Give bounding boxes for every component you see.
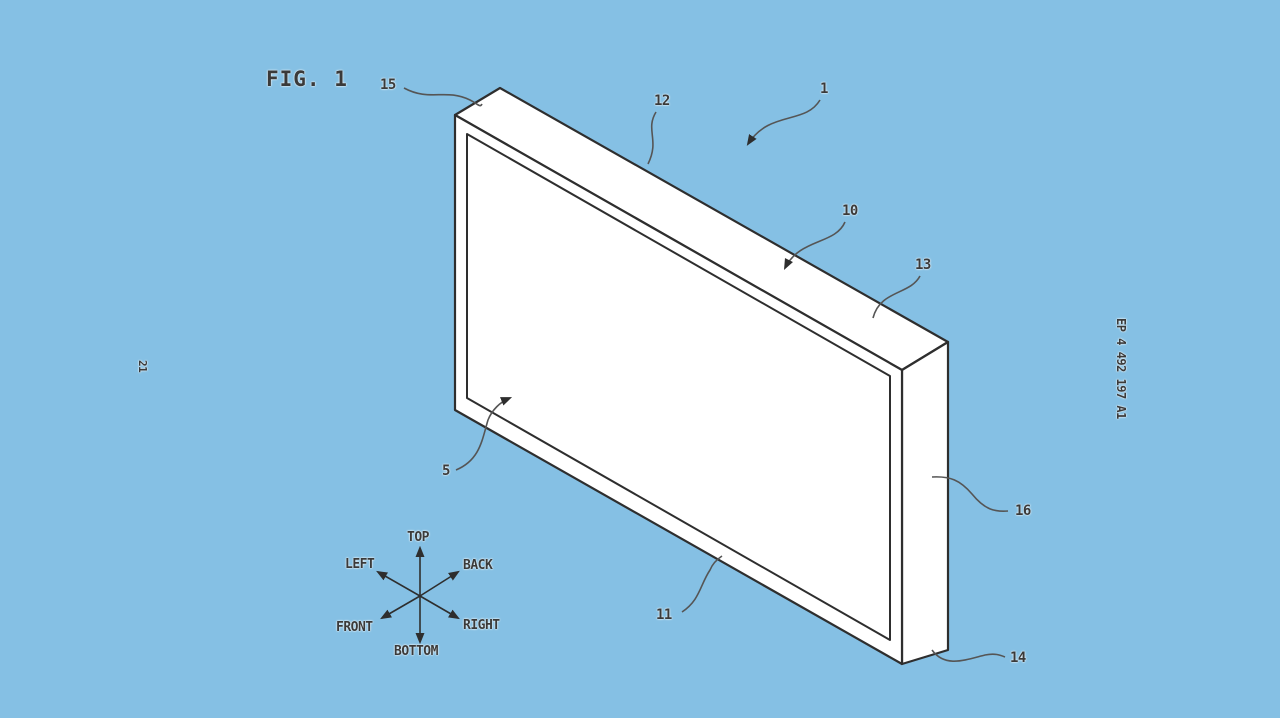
ref-label-16: 16 bbox=[1015, 503, 1031, 519]
ref-label-11: 11 bbox=[656, 607, 672, 623]
leader-12 bbox=[647, 111, 657, 165]
leader-11 bbox=[681, 555, 723, 613]
leader-10 bbox=[783, 221, 846, 271]
direction-label-bottom: BOTTOM bbox=[394, 644, 438, 659]
ref-label-14: 14 bbox=[1010, 650, 1026, 666]
direction-label-back: BACK bbox=[463, 558, 493, 573]
leader-1 bbox=[746, 99, 821, 146]
leader-5 bbox=[455, 397, 513, 471]
ref-label-12: 12 bbox=[654, 93, 670, 109]
ref-label-10: 10 bbox=[842, 203, 858, 219]
leader-14 bbox=[931, 649, 1006, 662]
arrow-right bbox=[419, 595, 460, 620]
direction-indicator bbox=[376, 545, 460, 645]
direction-label-front: FRONT bbox=[336, 620, 373, 635]
direction-label-top: TOP bbox=[407, 530, 429, 545]
arrow-front bbox=[380, 595, 421, 620]
publication-number: EP 4 492 197 A1 bbox=[1114, 318, 1128, 419]
ref-label-13: 13 bbox=[915, 257, 931, 273]
figure-title: FIG. 1 bbox=[266, 67, 348, 91]
direction-label-right: RIGHT bbox=[463, 618, 500, 633]
page-number: 21 bbox=[136, 360, 149, 373]
display-device bbox=[453, 86, 950, 666]
direction-label-left: LEFT bbox=[345, 557, 375, 572]
arrow-back bbox=[419, 570, 460, 597]
ref-label-1: 1 bbox=[820, 81, 828, 97]
leader-16 bbox=[931, 476, 1009, 513]
ref-label-15: 15 bbox=[380, 77, 396, 93]
side-face bbox=[900, 340, 950, 666]
screen bbox=[466, 133, 891, 641]
leader-13 bbox=[872, 275, 921, 319]
leader-15 bbox=[403, 87, 483, 107]
arrow-left bbox=[376, 570, 421, 597]
leader-lines bbox=[403, 87, 1009, 662]
ref-label-5: 5 bbox=[442, 463, 450, 479]
